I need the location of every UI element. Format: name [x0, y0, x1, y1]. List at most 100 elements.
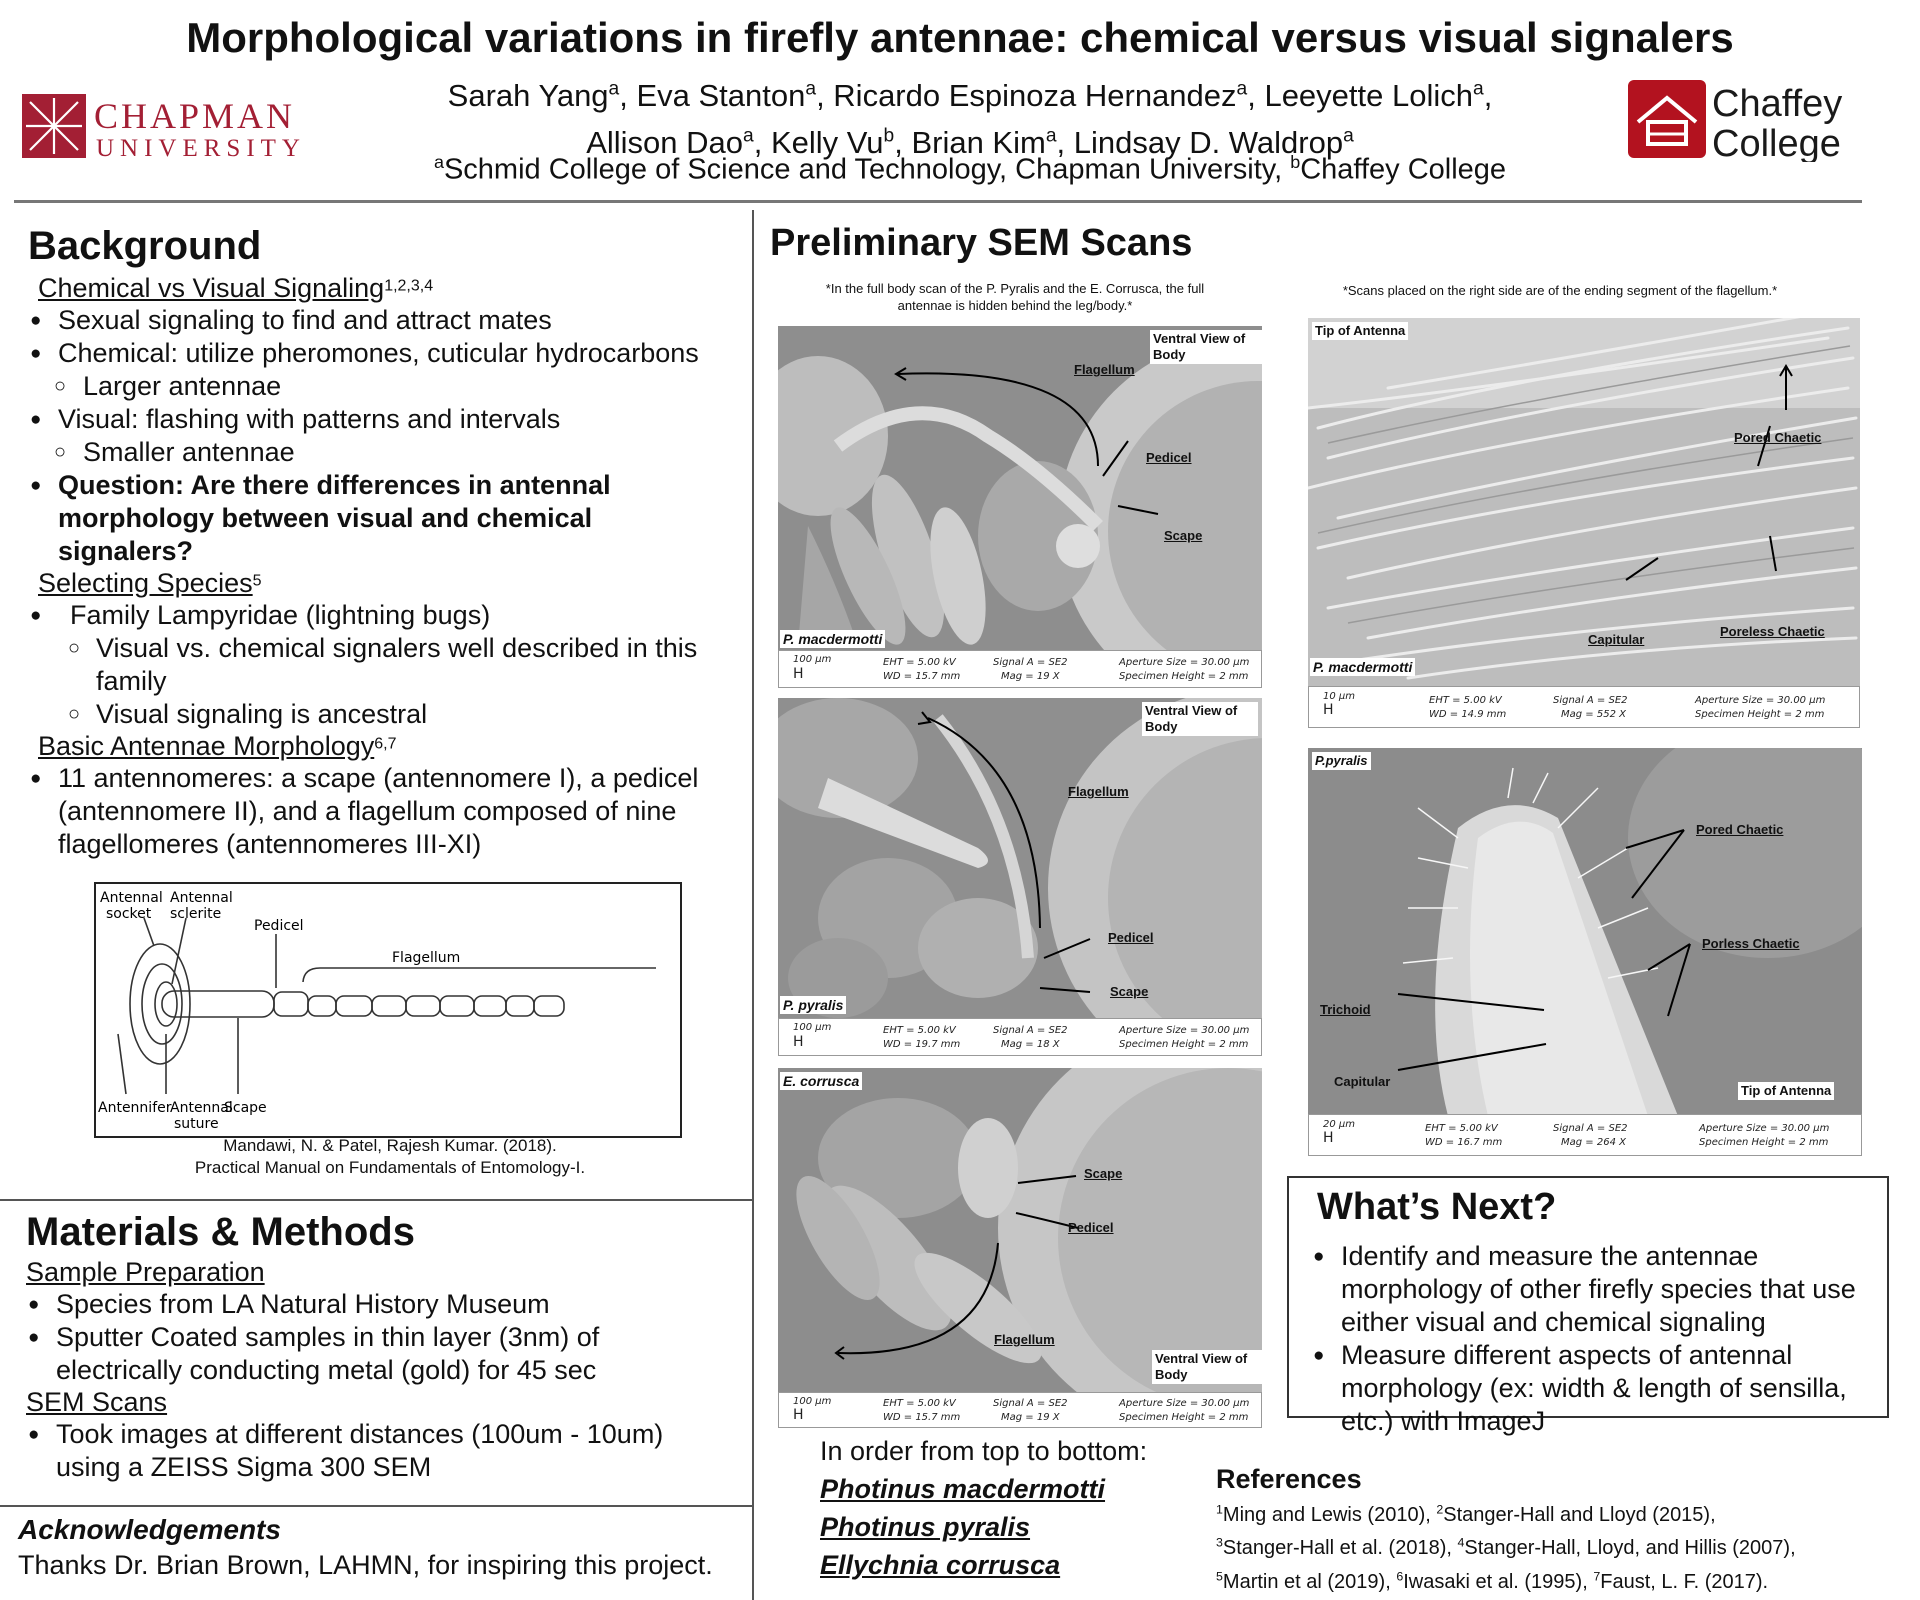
bullet-item: Took images at different distances (100u… — [26, 1418, 706, 1484]
logo-text: CHAPMAN — [94, 96, 295, 136]
bullet-item: Sexual signaling to find and attract mat… — [28, 304, 748, 337]
species-order-list: In order from top to bottom: Photinus ma… — [820, 1432, 1220, 1584]
section-heading: What’s Next? — [1317, 1186, 1557, 1228]
section-divider — [0, 1505, 753, 1507]
author: Ricardo Espinoza Hernandeza, — [833, 78, 1265, 114]
acknowledgements-section: Acknowledgements Thanks Dr. Brian Brown,… — [18, 1514, 748, 1581]
structure-label: Poreless Chaetic — [1720, 624, 1825, 639]
structure-label: Pedicel — [1068, 1220, 1114, 1235]
diagram-label: Antennal — [100, 890, 163, 906]
view-label: Ventral View of Body — [1142, 702, 1258, 736]
scan-note: *In the full body scan of the P. Pyralis… — [825, 281, 1205, 313]
sem-image — [778, 326, 1262, 650]
diagram-label: Scape — [224, 1100, 267, 1116]
subheading: Chemical vs Visual Signaling1,2,3,4 — [38, 273, 434, 303]
author: Lindsay D. Waldropa — [1073, 124, 1354, 160]
reference-entry: 6Iwasaki et al. (1995), — [1396, 1569, 1594, 1593]
structure-label: Trichoid — [1320, 1002, 1371, 1017]
structure-label: Capitular — [1334, 1074, 1391, 1089]
reference-entry: 7Faust, L. F. (2017). — [1593, 1569, 1769, 1593]
logo-text: UNIVERSITY — [96, 135, 306, 160]
sem-scan-pyralis-body: Ventral View of Body Flagellum Pedicel S… — [778, 698, 1262, 1056]
sem-info-bar: 100 µm H EHT = 5.00 kV WD = 15.7 mm Sign… — [778, 1392, 1262, 1428]
author: Leeyette Lolicha, — [1264, 78, 1493, 114]
sem-info-bar: 20 µm H EHT = 5.00 kV WD = 16.7 mm Signa… — [1308, 1114, 1862, 1156]
diagram-label: socket — [106, 906, 152, 922]
sem-image — [778, 1068, 1262, 1394]
antenna-morphology-diagram: Antennal socket Antennal sclerite Pedice… — [94, 882, 682, 1138]
sub-bullet-item: Smaller antennae — [28, 436, 748, 469]
bullet-item: 11 antennomeres: a scape (antennomere I)… — [28, 762, 748, 861]
scan-note: *Scans placed on the right side are of t… — [1342, 283, 1778, 298]
species-label: P. pyralis — [780, 996, 847, 1014]
research-question: Question: Are there differences in anten… — [28, 469, 658, 568]
sem-info-bar: 100 µm H EHT = 5.00 kV WD = 15.7 mm Sign… — [778, 650, 1262, 688]
view-label: Ventral View of Body — [1152, 1350, 1262, 1384]
sem-scan-macdermotti-body: Ventral View of Body Flagellum Pedicel S… — [778, 326, 1262, 688]
author: Allison Daoa, — [586, 124, 771, 160]
section-heading: Preliminary SEM Scans — [770, 222, 1193, 264]
section-heading: Acknowledgements — [18, 1514, 281, 1545]
author: Sarah Yanga, — [447, 78, 637, 114]
sem-info-bar: 10 µm H EHT = 5.00 kV WD = 14.9 mm Signa… — [1308, 686, 1860, 728]
methods-section: Materials & Methods Sample Preparation S… — [26, 1210, 746, 1484]
diagram-label: Flagellum — [392, 950, 460, 966]
author: Eva Stantona, — [636, 78, 834, 114]
species-label: P. macdermotti — [780, 630, 886, 648]
structure-label: Pored Chaetic — [1734, 430, 1822, 445]
author: Kelly Vub, — [770, 124, 912, 160]
sem-scan-pyralis-tip: P.pyralis Pored Chaetic Porless Chaetic … — [1308, 748, 1862, 1156]
reference-entry: 1Ming and Lewis (2010), — [1216, 1502, 1437, 1526]
diagram-label: sclerite — [170, 906, 221, 922]
structure-label: Capitular — [1588, 632, 1645, 647]
sem-scan-macdermotti-tip: Tip of Antenna Pored Chaetic Capitular P… — [1308, 318, 1860, 728]
bullet-item: Measure different aspects of antennal mo… — [1311, 1339, 1871, 1438]
reference-list: 1Ming and Lewis (2010), 2Stanger-Hall an… — [1216, 1495, 1916, 1596]
column-divider — [752, 210, 754, 1600]
bullet-item: Visual: flashing with patterns and inter… — [28, 403, 748, 436]
logo-text: Chaffey — [1712, 83, 1842, 125]
order-intro: In order from top to bottom: — [820, 1436, 1148, 1466]
bullet-item: Sputter Coated samples in thin layer (3n… — [26, 1321, 656, 1387]
logo-text: College — [1712, 123, 1841, 162]
structure-label: Pedicel — [1108, 930, 1154, 945]
sem-image — [1308, 318, 1860, 688]
sem-image — [778, 698, 1262, 1020]
section-heading: References — [1216, 1464, 1362, 1494]
species-label: E. corrusca — [780, 1072, 863, 1090]
sub-bullet-item: Larger antennae — [28, 370, 748, 403]
author-list: Sarah Yanga, Eva Stantona, Ricardo Espin… — [340, 70, 1600, 163]
affiliations: aSchmid College of Science and Technolog… — [433, 152, 1507, 186]
structure-label: Scape — [1164, 528, 1203, 543]
acknowledgement-text: Thanks Dr. Brian Brown, LAHMN, for inspi… — [18, 1550, 713, 1580]
whats-next-box: What’s Next? Identify and measure the an… — [1287, 1176, 1889, 1436]
sub-bullet-item: Visual vs. chemical signalers well descr… — [28, 632, 748, 698]
structure-label: Flagellum — [1068, 784, 1129, 799]
structure-label: Scape — [1084, 1166, 1123, 1181]
subheading: SEM Scans — [26, 1387, 168, 1417]
diagram-label: suture — [174, 1116, 219, 1132]
diagram-caption: Mandawi, N. & Patel, Rajesh Kumar. (2018… — [194, 1136, 586, 1177]
diagram-label: Antennifer — [98, 1100, 172, 1116]
diagram-label: Antennal — [170, 1100, 233, 1116]
reference-entry: 4Stanger-Hall, Lloyd, and Hillis (2007), — [1457, 1535, 1796, 1560]
view-label: Ventral View of Body — [1150, 330, 1262, 364]
subheading: Selecting Species5 — [38, 568, 262, 598]
references-section: References 1Ming and Lewis (2010), 2Stan… — [1216, 1464, 1916, 1596]
reference-entry: 3Stanger-Hall et al. (2018), — [1216, 1535, 1458, 1560]
structure-label: Flagellum — [994, 1332, 1055, 1347]
species-name: Photinus pyralis — [820, 1512, 1031, 1542]
species-label: P.pyralis — [1312, 752, 1371, 770]
structure-label: Porless Chaetic — [1702, 936, 1800, 951]
sem-scan-corrusca-body: E. corrusca Scape Pedicel Flagellum Vent… — [778, 1068, 1262, 1428]
view-label: Tip of Antenna — [1738, 1082, 1835, 1100]
structure-label: Flagellum — [1074, 362, 1135, 377]
structure-label: Pedicel — [1146, 450, 1192, 465]
background-section: Background Chemical vs Visual Signaling1… — [28, 224, 748, 861]
bullet-item: Family Lampyridae (lightning bugs) — [28, 599, 748, 632]
bullet-item: Identify and measure the antennae morpho… — [1311, 1240, 1871, 1339]
section-divider — [0, 1199, 753, 1201]
section-heading: Background — [28, 224, 262, 268]
author: Brian Kima, — [911, 124, 1074, 160]
subheading: Basic Antennae Morphology6,7 — [38, 731, 397, 761]
